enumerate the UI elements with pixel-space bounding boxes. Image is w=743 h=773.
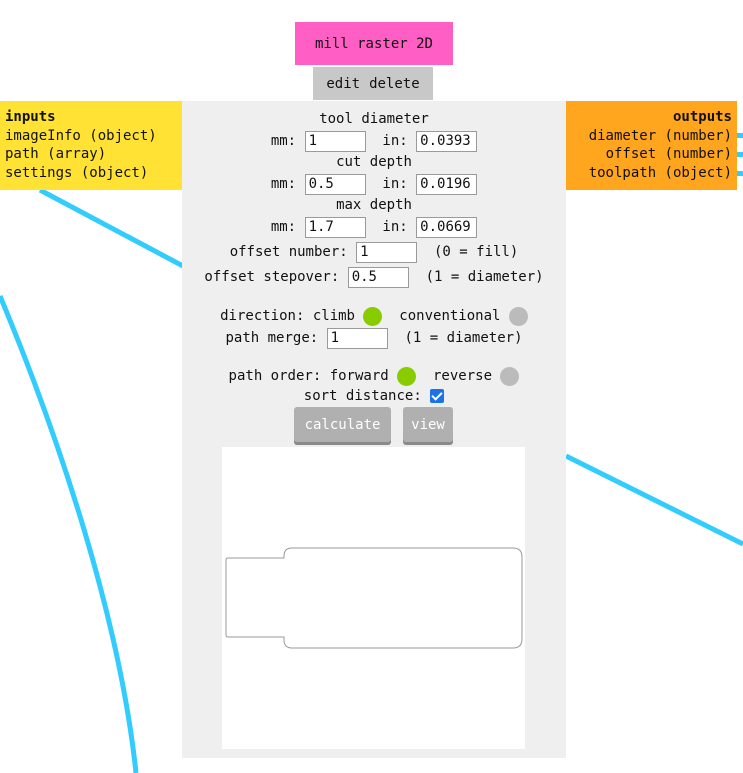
path-merge-row: path merge: (1 = diameter) bbox=[182, 326, 566, 350]
sort-distance-label: sort distance: bbox=[303, 388, 422, 404]
cut-depth-in-label: in: bbox=[382, 176, 408, 192]
offset-number-row: offset number: (0 = fill) bbox=[182, 240, 566, 264]
offset-stepover-row: offset stepover: (1 = diameter) bbox=[182, 265, 566, 289]
output-connector-toolpath[interactable] bbox=[737, 171, 743, 176]
max-depth-mm-input[interactable] bbox=[304, 216, 366, 238]
module-edit-bar: edit delete bbox=[313, 67, 433, 100]
input-port-settings[interactable]: settings (object) bbox=[5, 164, 149, 181]
output-port-toolpath[interactable]: toolpath (object) bbox=[588, 164, 732, 181]
module-ui-panel: tool diameter mm: in: cut depth mm: in: … bbox=[182, 101, 566, 758]
path-merge-label: path merge: bbox=[225, 330, 319, 346]
tool-diameter-mm-input[interactable] bbox=[304, 130, 366, 152]
offset-number-input[interactable] bbox=[356, 241, 418, 263]
direction-conventional-radio[interactable] bbox=[508, 306, 528, 326]
output-connector-diameter[interactable] bbox=[737, 133, 743, 138]
path-merge-note: (1 = diameter) bbox=[404, 330, 523, 346]
max-depth-in-input[interactable] bbox=[416, 216, 478, 238]
max-depth-row: mm: in: bbox=[182, 215, 566, 239]
toolpath-preview-outline bbox=[225, 547, 523, 649]
cut-depth-row: mm: in: bbox=[182, 172, 566, 196]
module-title-text: mill raster 2D bbox=[314, 35, 433, 52]
wire-to-settings-input bbox=[0, 295, 139, 773]
offset-number-label: offset number: bbox=[229, 244, 348, 260]
input-port-imageinfo[interactable]: imageInfo (object) bbox=[5, 127, 157, 144]
outputs-header: outputs bbox=[672, 109, 732, 125]
path-order-forward-label: forward bbox=[329, 368, 389, 384]
module-title[interactable]: mill raster 2D bbox=[295, 22, 453, 65]
offset-stepover-input[interactable] bbox=[347, 266, 409, 288]
max-depth-title: max depth bbox=[336, 197, 412, 213]
cut-depth-mm-input[interactable] bbox=[304, 173, 366, 195]
direction-label: direction: bbox=[220, 308, 305, 324]
delete-button[interactable]: delete bbox=[369, 75, 420, 92]
wire-from-toolpath-output bbox=[564, 453, 743, 547]
path-order-reverse-radio[interactable] bbox=[500, 366, 520, 386]
outputs-panel: outputs diameter (number) offset (number… bbox=[566, 101, 743, 190]
tool-diameter-in-label: in: bbox=[382, 133, 408, 149]
tool-diameter-in-input[interactable] bbox=[416, 130, 478, 152]
tool-diameter-row: mm: in: bbox=[182, 129, 566, 153]
direction-row: direction: climb conventional bbox=[182, 305, 566, 327]
toolpath-preview-canvas bbox=[222, 447, 525, 749]
offset-stepover-note: (1 = diameter) bbox=[425, 269, 544, 285]
path-order-row: path order: forward reverse bbox=[182, 365, 566, 387]
edit-button[interactable]: edit bbox=[326, 75, 361, 92]
inputs-header: inputs bbox=[5, 109, 56, 125]
offset-stepover-label: offset stepover: bbox=[204, 269, 340, 285]
offset-number-note: (0 = fill) bbox=[434, 244, 519, 260]
view-button[interactable]: view bbox=[403, 407, 453, 442]
cut-depth-title: cut depth bbox=[336, 154, 412, 170]
calculate-button[interactable]: calculate bbox=[294, 407, 391, 442]
cut-depth-in-input[interactable] bbox=[416, 173, 478, 195]
path-order-label: path order: bbox=[228, 368, 322, 384]
wire-to-path-input bbox=[38, 187, 185, 269]
direction-conventional-label: conventional bbox=[399, 308, 501, 324]
direction-climb-radio[interactable] bbox=[363, 306, 383, 326]
inputs-panel: inputs imageInfo (object) path (array) s… bbox=[0, 101, 183, 190]
sort-distance-checkbox[interactable] bbox=[430, 389, 445, 403]
output-port-diameter[interactable]: diameter (number) bbox=[588, 127, 732, 144]
direction-climb-label: climb bbox=[312, 308, 355, 324]
tool-diameter-mm-label: mm: bbox=[270, 133, 297, 149]
path-merge-input[interactable] bbox=[326, 327, 388, 349]
sort-distance-row: sort distance: bbox=[182, 386, 566, 406]
path-order-reverse-label: reverse bbox=[433, 368, 493, 384]
path-order-forward-radio[interactable] bbox=[397, 366, 417, 386]
max-depth-mm-label: mm: bbox=[270, 219, 297, 235]
cut-depth-mm-label: mm: bbox=[270, 176, 297, 192]
input-port-path[interactable]: path (array) bbox=[5, 146, 107, 162]
max-depth-in-label: in: bbox=[382, 219, 408, 235]
output-port-offset[interactable]: offset (number) bbox=[605, 146, 732, 162]
tool-diameter-title: tool diameter bbox=[319, 111, 429, 127]
output-connector-offset[interactable] bbox=[737, 152, 743, 157]
